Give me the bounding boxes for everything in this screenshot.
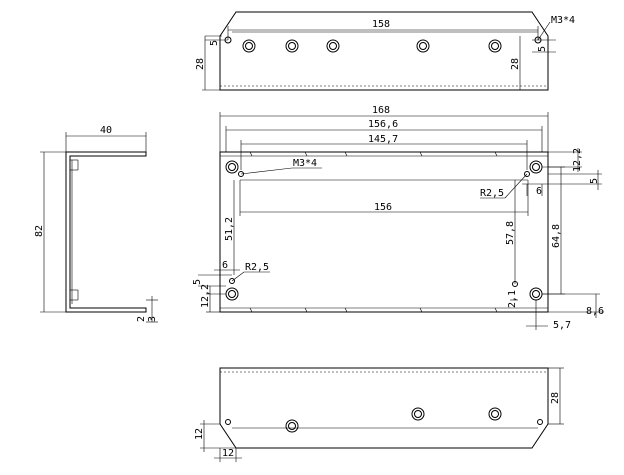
hole — [488, 407, 502, 421]
hole-small — [537, 419, 543, 425]
hole-small — [229, 278, 235, 284]
dim-5-right-label: 5 — [589, 178, 600, 184]
dim-8-6-label: 8,6 — [586, 306, 604, 317]
hole-inner — [288, 422, 296, 430]
hole — [225, 160, 239, 174]
dim-40-label: 40 — [100, 125, 112, 136]
hole-small — [225, 419, 231, 425]
hole-note-label: M3*4 — [551, 15, 575, 26]
bottom-view: 28 12 12 — [194, 367, 564, 462]
dim-5-left-label: 5 — [209, 40, 220, 46]
hole-inner — [419, 42, 427, 50]
hole — [411, 407, 425, 421]
dim-156-label: 156 — [374, 202, 392, 213]
dim-57-8-label: 57,8 — [505, 221, 516, 245]
dim-2-label: 2 — [136, 316, 147, 322]
hole-inner — [329, 42, 337, 50]
hole-inner — [288, 42, 296, 50]
dim-28-left-label: 28 — [195, 58, 206, 70]
hole — [529, 287, 543, 301]
hole — [326, 39, 340, 53]
radius-right-label: R2,5 — [480, 188, 504, 199]
dim-168-label: 168 — [372, 105, 390, 116]
dim-158-label: 158 — [372, 19, 390, 30]
hole — [285, 419, 299, 433]
hole-inner — [491, 42, 499, 50]
hole — [416, 39, 430, 53]
hole-small — [524, 171, 530, 177]
front-view: 168 156,6 145,7 M3*4 156 R2,5 6 12,2 — [192, 105, 604, 331]
dim-145-7-label: 145,7 — [368, 134, 398, 145]
dim-12-2-left-label: 12,2 — [200, 284, 211, 308]
dim-64-8-label: 64,8 — [551, 224, 562, 248]
dim-6-right-label: 6 — [536, 186, 542, 197]
dim-28-label: 28 — [550, 392, 561, 404]
dim-5-left-label: 5 — [192, 279, 203, 285]
hole-inner — [491, 410, 499, 418]
dim-5-right-label: 5 — [537, 46, 548, 52]
front-view-outline — [219, 151, 549, 313]
leader-line — [537, 21, 551, 41]
hole-inner — [532, 163, 540, 171]
leader-line — [240, 167, 293, 175]
hole-inner — [228, 163, 236, 171]
dim-2-1-label: 2,1 — [507, 290, 518, 308]
hole — [225, 287, 239, 301]
dim-12-2-right-label: 12,2 — [572, 148, 583, 172]
dim-82-label: 82 — [34, 225, 45, 237]
side-view: 40 82 2 3 — [34, 125, 158, 323]
top-view: 158 5 28 28 M3*4 5 — [195, 11, 575, 91]
bottom-view-outline — [219, 367, 549, 449]
dim-12-v-label: 12 — [194, 428, 205, 440]
leader-line — [231, 271, 245, 282]
dim-28-right-label: 28 — [510, 58, 521, 70]
dim-3-label: 3 — [147, 316, 158, 322]
leader-line — [504, 173, 528, 199]
hole-inner — [245, 42, 253, 50]
side-view-outline — [65, 151, 147, 313]
hole-inner — [414, 410, 422, 418]
radius-left-label: R2,5 — [245, 262, 269, 273]
dim-6-left-label: 6 — [222, 260, 228, 271]
hole — [242, 39, 256, 53]
dim-156-6-label: 156,6 — [368, 119, 398, 130]
hole — [488, 39, 502, 53]
hole-inner — [228, 290, 236, 298]
dim-12-h-label: 12 — [222, 448, 234, 459]
hole-inner — [532, 290, 540, 298]
dim-5-7-label: 5,7 — [553, 320, 571, 331]
fold-ticks — [249, 151, 498, 313]
hole-note-label: M3*4 — [293, 158, 317, 169]
dim-51-2-label: 51,2 — [224, 217, 235, 241]
hole — [529, 160, 543, 174]
hole — [285, 39, 299, 53]
